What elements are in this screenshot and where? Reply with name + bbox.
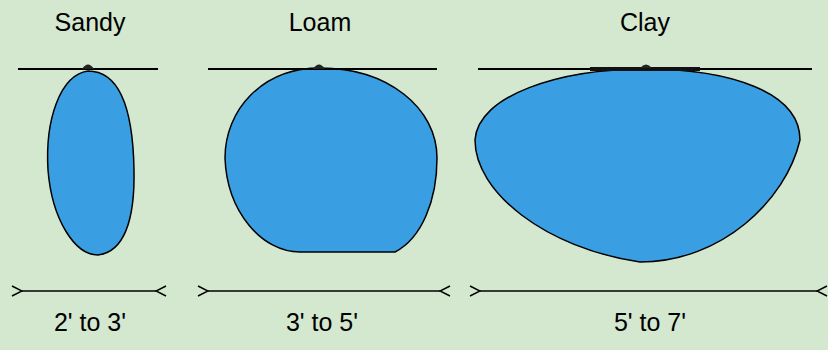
dimension-arrow bbox=[208, 290, 440, 292]
soil-surface bbox=[478, 68, 812, 70]
dripper bbox=[640, 65, 652, 69]
dimension-arrow bbox=[22, 290, 156, 292]
soil-type-label: Loam bbox=[289, 10, 352, 35]
dimension-label: 5' to 7' bbox=[614, 310, 686, 335]
soil-type-label: Clay bbox=[620, 10, 670, 35]
dripper bbox=[313, 65, 325, 70]
dimension-label: 2' to 3' bbox=[54, 310, 126, 335]
soil-type-label: Sandy bbox=[55, 10, 126, 35]
dimension-arrow bbox=[480, 290, 817, 292]
wetted-bulb bbox=[48, 71, 134, 255]
wetted-bulb bbox=[475, 69, 800, 262]
dripper bbox=[82, 65, 94, 70]
dimension-label: 3' to 5' bbox=[286, 310, 358, 335]
wetted-bulb bbox=[225, 68, 437, 252]
